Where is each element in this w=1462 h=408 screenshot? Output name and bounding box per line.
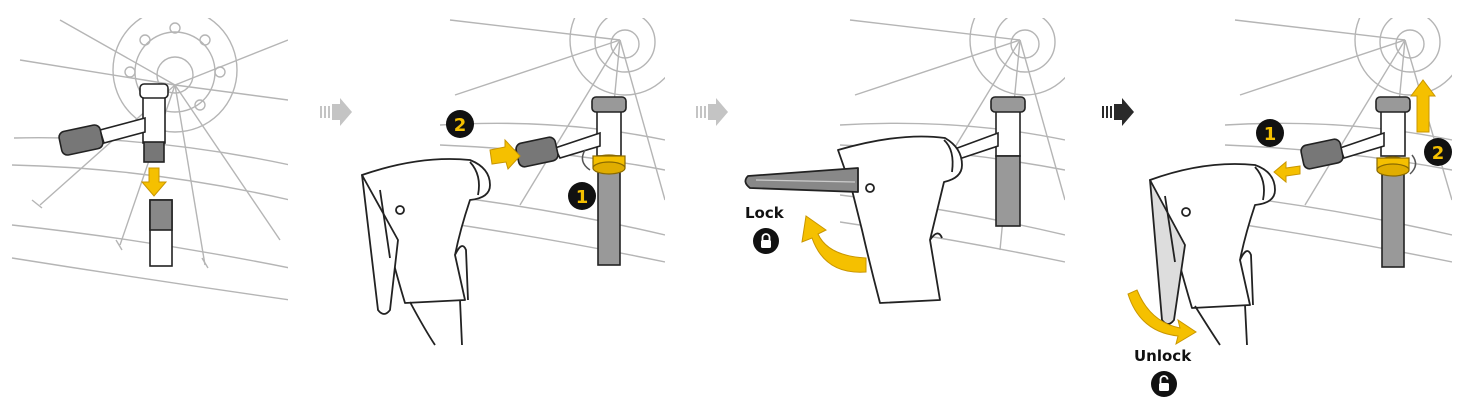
rotate-hint	[1409, 154, 1417, 175]
valve	[950, 96, 1026, 227]
pull-arrow	[1273, 160, 1301, 184]
marker-text: 2	[454, 115, 467, 136]
valve	[515, 96, 627, 266]
lock-arrow	[801, 215, 867, 273]
unlock-icon	[1151, 371, 1177, 397]
valve-stem	[149, 199, 173, 267]
marker-text: 2	[1432, 143, 1445, 164]
yellow-locknut	[1376, 156, 1410, 177]
rotate-hint	[581, 149, 591, 171]
pump-head-locked	[744, 135, 963, 304]
push-arrow	[489, 138, 521, 170]
lock-label: Lock	[745, 204, 784, 222]
unlock-arrow	[1127, 289, 1197, 346]
lock-icon	[753, 228, 779, 254]
step-arrow-2	[696, 98, 728, 126]
pump-head	[361, 158, 491, 346]
step-arrow-3	[1102, 98, 1134, 126]
marker-text: 1	[1264, 124, 1277, 145]
step-marker-1: 1	[1256, 119, 1284, 147]
step-1-panel	[11, 18, 288, 301]
step-3-panel	[744, 18, 1065, 304]
unlock-label: Unlock	[1134, 347, 1192, 365]
step-marker-1: 1	[568, 182, 596, 210]
valve	[1300, 96, 1411, 268]
marker-text: 1	[576, 187, 589, 208]
step-4-panel: 1 2	[1127, 18, 1452, 346]
down-arrow	[140, 167, 168, 197]
step-marker-2: 2	[1424, 138, 1452, 166]
step-marker-2: 2	[446, 110, 474, 138]
up-arrow	[1410, 79, 1436, 133]
step-arrow-1	[320, 98, 352, 126]
yellow-locknut	[592, 154, 626, 175]
wheel-illustration	[440, 18, 665, 263]
pump-head	[1149, 163, 1276, 346]
step-2-panel: 2 1	[361, 18, 665, 346]
valve-with-cap	[58, 83, 169, 163]
